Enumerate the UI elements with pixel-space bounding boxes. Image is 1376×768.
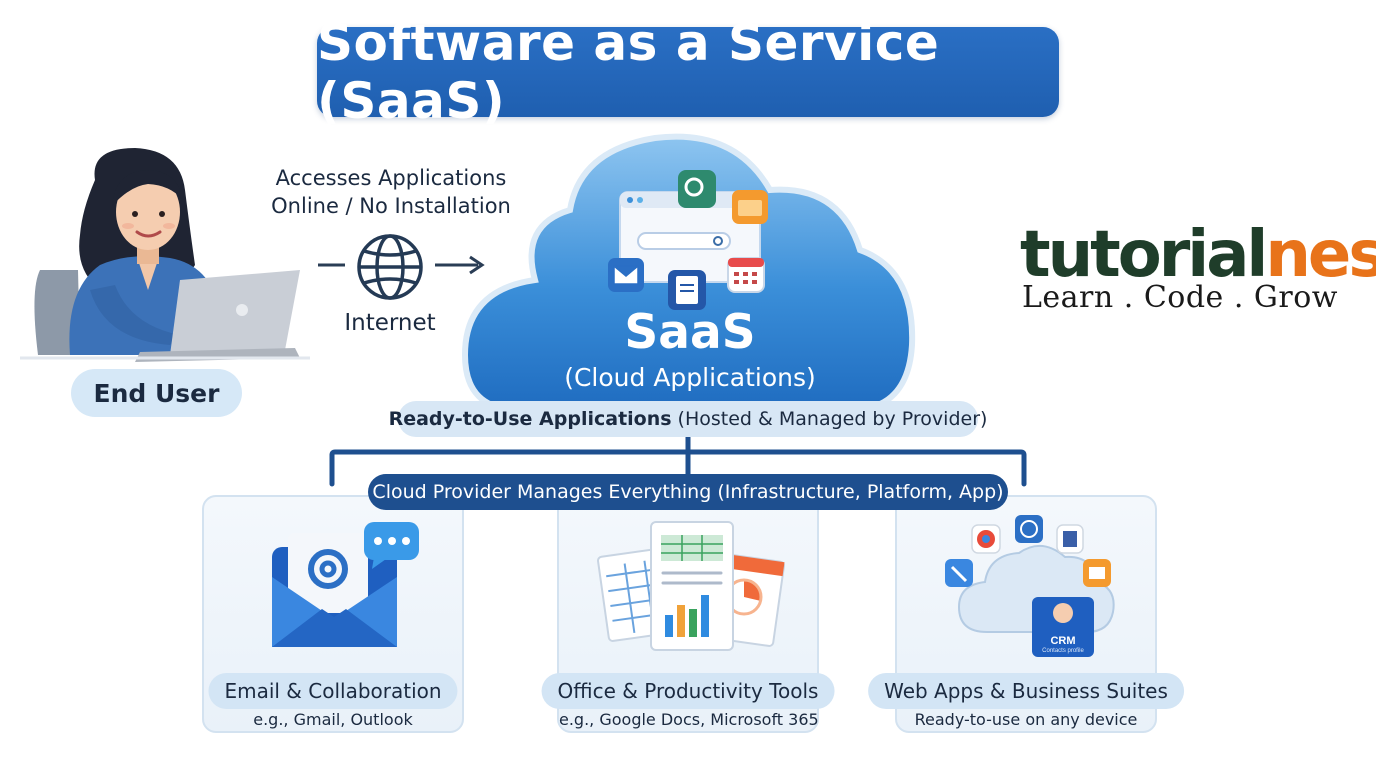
card-office-subtitle: e.g., Google Docs, Microsoft 365 [559, 710, 819, 729]
end-user-badge: End User [71, 369, 242, 417]
internet-arrow [318, 255, 485, 275]
ready-to-use-bold: Ready-to-Use Applications [388, 408, 672, 430]
brand-logo: tutorialnest [1020, 218, 1376, 292]
ready-to-use-detail: (Hosted & Managed by Provider) [677, 408, 988, 430]
access-line-2: Online / No Installation [271, 194, 511, 218]
page-title: Software as a Service (SaaS) [317, 14, 940, 130]
cloud-apps-icon [945, 515, 1115, 657]
card-webapps-subtitle: Ready-to-use on any device [914, 710, 1138, 729]
internet-label: Internet [344, 310, 436, 336]
card-webapps-title: Web Apps & Business Suites [868, 673, 1184, 709]
card-email-subtitle: e.g., Gmail, Outlook [253, 710, 413, 729]
card-email-collaboration: Email & Collaboration e.g., Gmail, Outlo… [202, 495, 464, 733]
access-line-1: Accesses Applications [275, 166, 507, 190]
card-office-title: Office & Productivity Tools [541, 673, 835, 709]
saas-subheading: (Cloud Applications) [564, 363, 816, 392]
card-web-apps: CRM Contacts profile Web Apps & Business… [868, 495, 1184, 733]
card-office-productivity: Office & Productivity Tools e.g., Google… [541, 495, 835, 733]
crm-badge-label: CRM [1050, 635, 1076, 647]
globe-icon [357, 234, 423, 300]
cloud-provider-bar: Cloud Provider Manages Everything (Infra… [368, 474, 1008, 510]
end-user-illustration [20, 148, 310, 362]
saas-cloud [461, 133, 916, 413]
title-banner: Software as a Service (SaaS) [317, 14, 1059, 130]
logo-word-2: nest [1265, 218, 1376, 292]
logo-tagline: Learn . Code . Grow [1022, 280, 1338, 315]
email-icon [272, 522, 419, 647]
ready-to-use-pill: Ready-to-Use Applications (Hosted & Mana… [389, 401, 987, 437]
end-user-label: End User [93, 378, 220, 408]
documents-icon [597, 521, 785, 651]
card-email-title: Email & Collaboration [208, 673, 458, 709]
crm-badge-subtext: Contacts profile [1042, 648, 1084, 654]
saas-heading: SaaS [624, 305, 756, 360]
logo-word-1: tutorial [1020, 218, 1268, 292]
